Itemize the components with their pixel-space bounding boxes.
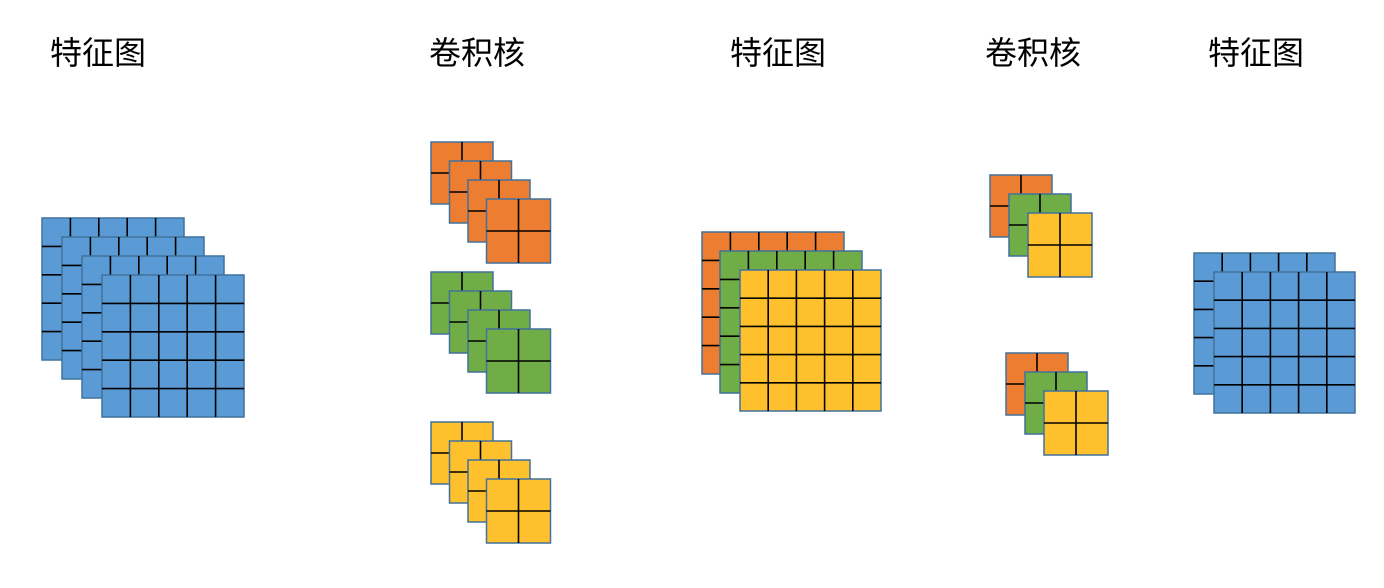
middle-feature-map-label: 特征图 [730,34,827,72]
input-channel-4 [101,274,245,418]
kernel-set-1-yellow [1027,212,1093,278]
kernel-set-2 [1005,352,1109,456]
output-feature-map [1193,252,1356,414]
kernel-green-4 [485,328,552,394]
kernel-orange-4 [485,198,552,264]
second-kernel-groups [989,174,1109,456]
first-kernels-label: 卷积核 [429,34,526,72]
output-channel-2 [1213,271,1356,414]
first-kernel-groups [430,141,552,544]
kernel-stack-yellow [430,421,552,544]
kernel-set-1 [989,174,1093,278]
middle-feature-map [701,231,882,412]
output-feature-map-label: 特征图 [1208,34,1305,72]
kernel-set-2-yellow [1043,390,1109,456]
kernel-stack-orange [430,141,552,264]
kernel-yellow-4 [485,478,552,544]
second-kernels-label: 卷积核 [985,34,1082,72]
kernel-stack-green [430,271,552,394]
input-feature-map-label: 特征图 [50,34,147,72]
middle-channel-yellow [739,269,882,412]
input-feature-map [41,217,245,418]
